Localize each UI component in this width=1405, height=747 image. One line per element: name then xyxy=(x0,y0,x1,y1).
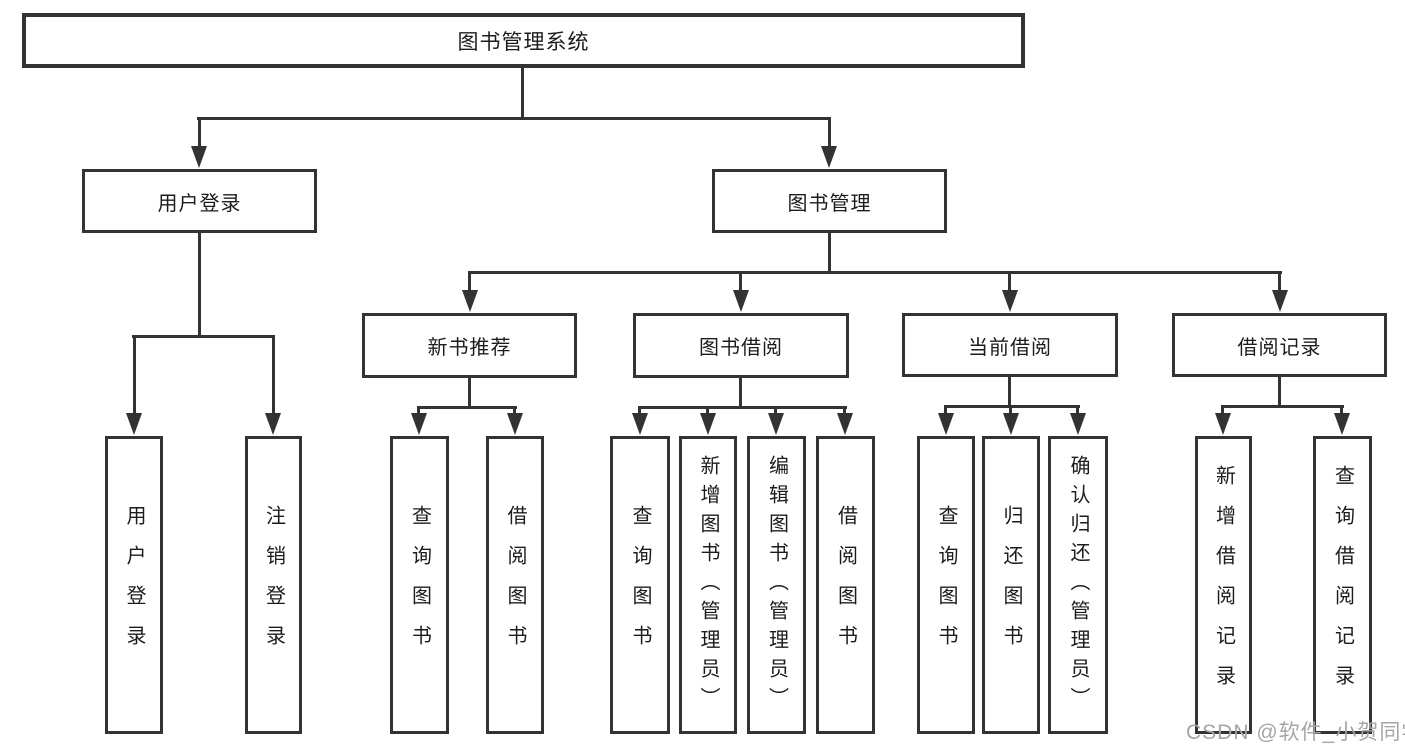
connector-hline xyxy=(197,117,831,120)
leaf-borrow-books-recommend-label: 借阅图书 xyxy=(504,505,526,665)
node-book-management: 图书管理 xyxy=(712,169,947,233)
node-borrow-records-label: 借阅记录 xyxy=(1237,336,1322,359)
connector-vline xyxy=(1278,377,1281,408)
connector-vline xyxy=(198,233,201,337)
node-book-borrow-label: 图书借阅 xyxy=(699,337,783,359)
connector-vline xyxy=(843,406,846,415)
connector-vline xyxy=(1009,405,1012,415)
arrow-down-icon xyxy=(938,413,954,435)
connector-vline xyxy=(774,406,777,415)
connector-vline xyxy=(1278,271,1281,291)
leaf-query-books-recommend: 查询图书 xyxy=(390,436,449,734)
node-user-login: 用户登录 xyxy=(82,169,317,233)
arrow-down-icon xyxy=(1215,413,1231,435)
connector-hline xyxy=(468,271,1282,274)
arrow-down-icon xyxy=(1002,290,1018,312)
connector-vline xyxy=(272,335,275,414)
connector-vline xyxy=(739,271,742,291)
leaf-query-books-borrow-label: 查询图书 xyxy=(629,505,651,665)
connector-vline xyxy=(1340,405,1343,415)
node-root-label: 图书管理系统 xyxy=(457,30,590,54)
arrow-down-icon xyxy=(733,290,749,312)
connector-vline xyxy=(739,378,742,409)
arrow-down-icon xyxy=(265,413,281,435)
arrow-down-icon xyxy=(632,413,648,435)
leaf-borrow-books-recommend: 借阅图书 xyxy=(486,436,544,734)
leaf-query-books-current: 查询图书 xyxy=(917,436,975,734)
connector-vline xyxy=(468,271,471,291)
connector-hline xyxy=(1221,405,1344,408)
arrow-down-icon xyxy=(1272,290,1288,312)
leaf-add-borrow-record-label: 新增借阅记录 xyxy=(1212,465,1235,705)
node-borrow-records: 借阅记录 xyxy=(1172,313,1387,377)
node-book-management-label: 图书管理 xyxy=(787,192,872,215)
leaf-add-book-admin: 新增图书（管理员） xyxy=(679,436,737,734)
connector-vline xyxy=(638,406,641,415)
leaf-logout-label: 注销登录 xyxy=(262,505,285,665)
connector-vline xyxy=(828,117,831,147)
arrow-down-icon xyxy=(507,413,523,435)
node-book-borrow: 图书借阅 xyxy=(633,313,849,378)
connector-vline xyxy=(944,405,947,415)
arrow-down-icon xyxy=(191,146,207,168)
connector-vline xyxy=(513,406,516,415)
connector-vline xyxy=(1076,405,1079,415)
node-current-borrow: 当前借阅 xyxy=(902,313,1118,377)
arrow-down-icon xyxy=(1003,413,1019,435)
connector-hline xyxy=(417,406,517,409)
connector-vline xyxy=(417,406,420,415)
leaf-edit-book-admin: 编辑图书（管理员） xyxy=(747,436,806,734)
arrow-down-icon xyxy=(768,413,784,435)
arrow-down-icon xyxy=(837,413,853,435)
arrow-down-icon xyxy=(126,413,142,435)
connector-vline xyxy=(828,233,831,274)
connector-hline xyxy=(638,406,847,409)
connector-vline xyxy=(133,335,136,414)
leaf-confirm-return-admin-label: 确认归还（管理员） xyxy=(1067,454,1089,716)
leaf-query-books-borrow: 查询图书 xyxy=(610,436,670,734)
node-new-book-recommend: 新书推荐 xyxy=(362,313,577,378)
node-user-login-label: 用户登录 xyxy=(157,192,242,215)
node-root: 图书管理系统 xyxy=(22,13,1025,68)
leaf-query-books-current-label: 查询图书 xyxy=(935,505,957,665)
leaf-return-books-label: 归还图书 xyxy=(1000,505,1022,665)
arrow-down-icon xyxy=(411,413,427,435)
connector-vline xyxy=(1008,271,1011,291)
leaf-borrow-books-label: 借阅图书 xyxy=(834,505,857,665)
leaf-logout: 注销登录 xyxy=(245,436,302,734)
connector-vline xyxy=(1008,377,1011,408)
arrow-down-icon xyxy=(1070,413,1086,435)
leaf-add-borrow-record: 新增借阅记录 xyxy=(1195,436,1252,734)
connector-vline xyxy=(706,406,709,415)
leaf-user-login: 用户登录 xyxy=(105,436,163,734)
leaf-query-borrow-record-label: 查询借阅记录 xyxy=(1331,465,1354,705)
leaf-user-login-label: 用户登录 xyxy=(123,505,145,665)
leaf-query-books-recommend-label: 查询图书 xyxy=(408,505,431,665)
connector-vline xyxy=(468,378,471,409)
connector-vline xyxy=(198,117,201,147)
arrow-down-icon xyxy=(462,290,478,312)
leaf-add-book-admin-label: 新增图书（管理员） xyxy=(697,454,719,716)
node-current-borrow-label: 当前借阅 xyxy=(968,336,1052,359)
leaf-query-borrow-record: 查询借阅记录 xyxy=(1313,436,1372,734)
leaf-borrow-books: 借阅图书 xyxy=(816,436,875,734)
leaf-return-books: 归还图书 xyxy=(982,436,1040,734)
connector-hline xyxy=(944,405,1080,408)
connector-vline xyxy=(521,68,524,118)
arrow-down-icon xyxy=(821,146,837,168)
arrow-down-icon xyxy=(1334,413,1350,435)
leaf-confirm-return-admin: 确认归还（管理员） xyxy=(1048,436,1108,734)
node-new-book-recommend-label: 新书推荐 xyxy=(427,337,512,359)
arrow-down-icon xyxy=(700,413,716,435)
connector-hline xyxy=(132,335,274,338)
connector-vline xyxy=(1221,405,1224,415)
leaf-edit-book-admin-label: 编辑图书（管理员） xyxy=(765,454,788,716)
watermark: CSDN @软件_小贺同学 xyxy=(1186,721,1405,744)
